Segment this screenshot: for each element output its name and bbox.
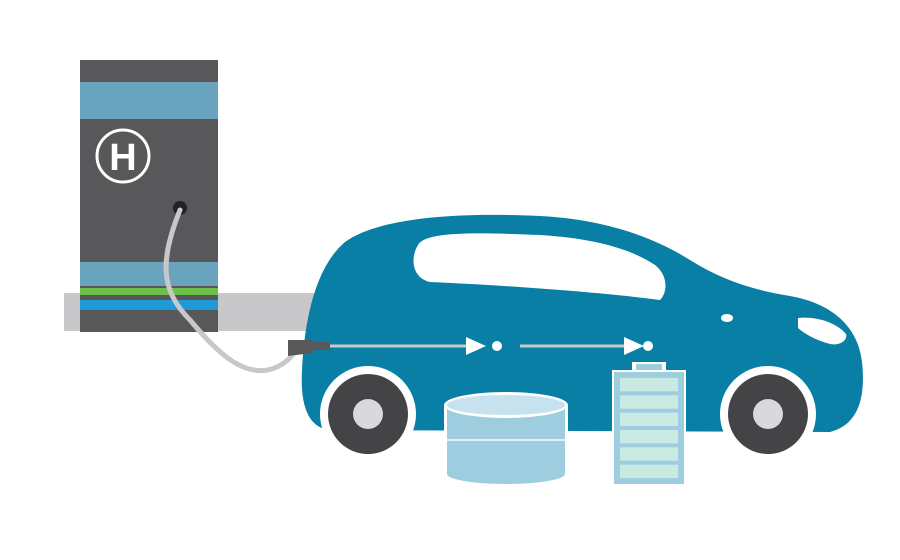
battery-cell xyxy=(620,395,678,409)
battery-cell xyxy=(620,378,678,392)
battery-cell xyxy=(620,430,678,444)
front-hubcap xyxy=(753,399,783,429)
hydrogen-symbol-icon: H xyxy=(95,128,151,184)
battery-terminal xyxy=(636,364,662,372)
flow-node-2 xyxy=(643,341,653,351)
hydrogen-flow-arrow-1 xyxy=(330,337,486,355)
station-bottom-band xyxy=(80,262,218,286)
station-top-band xyxy=(80,82,218,119)
rear-hubcap xyxy=(353,399,383,429)
front-wheel xyxy=(720,366,816,462)
fuel-cell-car xyxy=(301,214,863,462)
hydrogen-symbol-label: H xyxy=(109,137,136,179)
tank-top xyxy=(447,395,565,415)
station-blue-stripe xyxy=(80,300,218,310)
flow-node-1 xyxy=(492,341,502,351)
rear-wheel xyxy=(320,366,416,462)
station-green-stripe xyxy=(80,288,218,295)
fuel-nozzle xyxy=(288,340,330,356)
battery-cell xyxy=(620,464,678,478)
battery xyxy=(612,362,686,486)
battery-cells xyxy=(620,378,678,478)
hydrogen-fuel-station: H xyxy=(80,60,218,332)
headlight xyxy=(798,317,847,345)
car-window xyxy=(413,233,666,300)
fuel-hose xyxy=(163,207,301,374)
battery-cell xyxy=(620,412,678,426)
battery-cell xyxy=(620,447,678,461)
hydrogen-tank xyxy=(444,392,568,488)
energy-flow-arrow-2 xyxy=(520,337,644,355)
station-dark-stripe xyxy=(80,295,218,300)
mirror xyxy=(721,314,733,322)
